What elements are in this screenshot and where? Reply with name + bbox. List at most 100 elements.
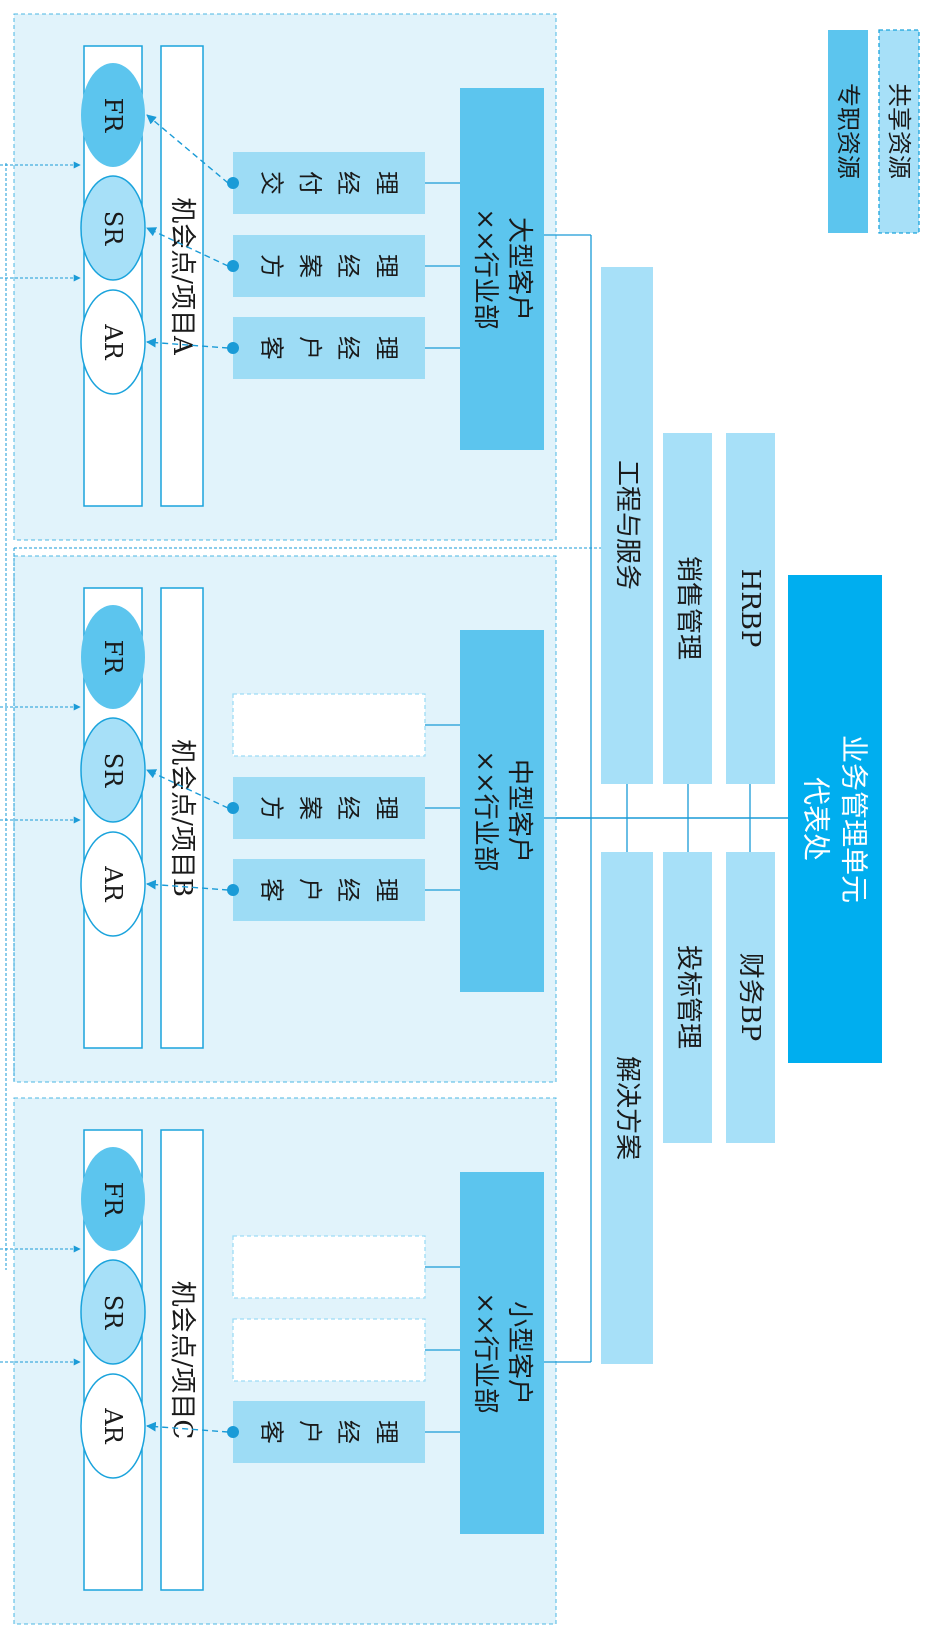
role-label-0-1: 方案经理 — [257, 254, 400, 278]
circle-ar-1 — [80, 831, 146, 937]
circle-label-ar-0-line: AR — [99, 323, 127, 360]
role-box-2-2 — [233, 1401, 425, 1463]
role-label-2-2: 客户经理 — [257, 1420, 400, 1444]
project-label-1: 机会点/项目B — [167, 739, 197, 897]
bid-mgmt-label: 投标管理 — [673, 945, 703, 1049]
role-label-0-2-char: 理 — [373, 336, 401, 360]
circle-sr-0 — [80, 175, 146, 281]
role-label-0-0-char: 交 — [257, 171, 285, 195]
project-label-1-line: 机会点/项目B — [167, 739, 197, 897]
solution-box — [601, 852, 653, 1364]
sales-mgmt-label: 销售管理 — [673, 556, 703, 660]
legend-shared-label: 共享资源 — [885, 83, 913, 179]
division-label-0-line: 大型客户 — [504, 217, 534, 321]
role-label-0-2-char: 客 — [257, 336, 285, 360]
role-label-1-1-char: 理 — [373, 796, 401, 820]
division-label-2-line: ××行业部 — [470, 1292, 500, 1414]
role-label-0-0-char: 理 — [373, 171, 401, 195]
role-label-1-1-char: 经 — [334, 796, 362, 820]
division-label-1: 中型客户××行业部 — [470, 750, 534, 872]
role-arrow-0-1 — [146, 227, 229, 267]
circle-fr-1 — [81, 605, 145, 709]
hq-label-line: 代表处 — [800, 777, 833, 861]
circle-label-fr-1: FR — [99, 640, 127, 676]
circle-label-sr-2-line: SR — [99, 1295, 127, 1330]
role-dot-2-2 — [227, 1426, 239, 1438]
role-label-0-0-char: 经 — [334, 171, 362, 195]
hrbp-label: HRBP — [735, 569, 765, 648]
legend-dedicated-box — [828, 30, 868, 233]
circle-label-fr-1-line: FR — [99, 640, 127, 676]
engineering-label-line: 工程与服务 — [612, 460, 642, 590]
division-box-0 — [460, 88, 544, 450]
circle-label-ar-2-line: AR — [99, 1407, 127, 1444]
role-label-1-1: 方案经理 — [257, 796, 400, 820]
circle-fr-0 — [81, 63, 145, 167]
hq-box — [788, 575, 882, 1063]
role-arrow-2-2 — [146, 1421, 229, 1433]
circle-label-fr-2: FR — [99, 1182, 127, 1218]
finance-bp-box — [726, 852, 775, 1143]
role-label-1-2-char: 客 — [257, 878, 285, 902]
circle-label-sr-2: SR — [99, 1295, 127, 1330]
division-label-1-line: 中型客户 — [504, 759, 534, 863]
project-column-1 — [160, 587, 204, 1049]
hq-label-line: 业务管理单元 — [838, 735, 871, 903]
role-label-0-2-char: 户 — [296, 336, 324, 360]
project-label-2: 机会点/项目C — [167, 1281, 197, 1440]
project-label-0-line: 机会点/项目A — [167, 197, 197, 356]
role-dot-0-2 — [227, 342, 239, 354]
circle-fr-2 — [81, 1147, 145, 1251]
role-box-0-0 — [233, 152, 425, 214]
project-column-2 — [160, 1129, 204, 1591]
role-box-empty-1-0 — [232, 693, 426, 757]
division-label-2-line: 小型客户 — [504, 1301, 534, 1405]
project-label-0: 机会点/项目A — [167, 197, 197, 356]
role-dot-0-0 — [227, 177, 239, 189]
sales-mgmt-label-line: 销售管理 — [673, 556, 703, 660]
role-label-1-2-char: 经 — [334, 878, 362, 902]
sales-mgmt-box — [663, 433, 712, 784]
circle-label-fr-0: FR — [99, 98, 127, 134]
role-box-1-2 — [233, 859, 425, 921]
finance-bp-label: 财务BP — [735, 953, 765, 1042]
circle-ar-0 — [80, 289, 146, 395]
circle-sr-1 — [80, 717, 146, 823]
solution-label: 解决方案 — [612, 1056, 642, 1160]
role-arrow-0-2 — [146, 337, 229, 349]
circle-label-ar-1-line: AR — [99, 865, 127, 902]
role-label-0-2-char: 经 — [334, 336, 362, 360]
bid-mgmt-box — [663, 852, 712, 1143]
role-label-0-1-char: 案 — [296, 254, 324, 278]
legend-dedicated-label-line: 专职资源 — [834, 83, 862, 179]
bid-mgmt-label-line: 投标管理 — [673, 945, 703, 1049]
circle-label-ar-1: AR — [99, 865, 127, 902]
division-label-0: 大型客户××行业部 — [470, 208, 534, 330]
role-arrow-0-0 — [146, 114, 229, 184]
circle-label-sr-1: SR — [99, 753, 127, 788]
engineering-box — [601, 267, 653, 784]
division-box-1 — [460, 630, 544, 992]
role-arrow-1-1 — [146, 769, 229, 809]
division-label-1-line: ××行业部 — [470, 750, 500, 872]
role-dot-0-1 — [227, 260, 239, 272]
division-label-2: 小型客户××行业部 — [470, 1292, 534, 1414]
engineering-label: 工程与服务 — [612, 460, 642, 590]
role-label-0-0-char: 付 — [296, 171, 324, 195]
legend-shared-box — [878, 29, 920, 234]
legend-dedicated-label: 专职资源 — [834, 83, 862, 179]
role-label-1-2: 客户经理 — [257, 878, 400, 902]
role-label-1-1-char: 方 — [257, 796, 285, 820]
project-label-2-line: 机会点/项目C — [167, 1281, 197, 1440]
role-label-2-2-char: 客 — [257, 1420, 285, 1444]
circle-label-sr-0-line: SR — [99, 211, 127, 246]
circle-label-fr-0-line: FR — [99, 98, 127, 134]
role-box-1-1 — [233, 777, 425, 839]
role-label-2-2-char: 理 — [373, 1420, 401, 1444]
circle-label-sr-1-line: SR — [99, 753, 127, 788]
role-arrow-1-2 — [146, 879, 229, 891]
division-box-2 — [460, 1172, 544, 1534]
role-box-empty-2-1 — [232, 1318, 426, 1382]
role-box-0-1 — [233, 235, 425, 297]
